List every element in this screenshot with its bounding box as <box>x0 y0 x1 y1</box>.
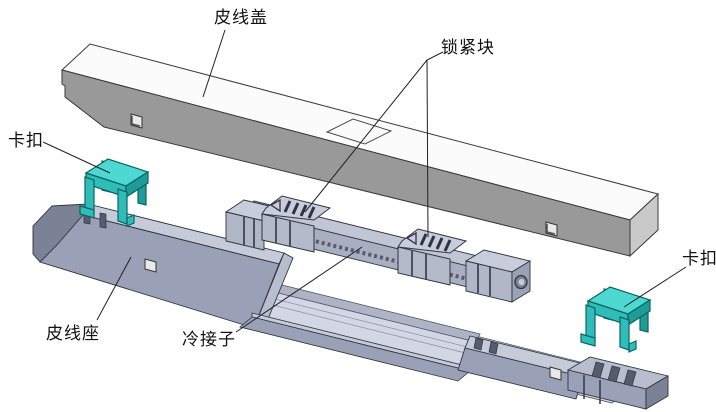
clip-right-front-leg <box>585 304 596 341</box>
base-slot <box>591 361 605 379</box>
label-cold-splice: 冷接子 <box>182 330 236 349</box>
lock-left-triangle-mark <box>269 198 281 213</box>
clip-left-front-leg <box>84 176 95 213</box>
lock-right-triangle-mark <box>405 231 417 246</box>
label-locking-block: 锁紧块 <box>441 38 495 57</box>
lock-right-ribs <box>419 233 452 252</box>
cover-hole-right-shadow <box>546 224 556 235</box>
clip-left-foot <box>126 214 135 227</box>
part-locking-block-left <box>261 195 332 253</box>
leader-clip-left <box>42 141 111 174</box>
label-cable-base: 皮线座 <box>46 324 100 343</box>
clip-right-foot <box>580 333 596 347</box>
clip-left-front-leg <box>117 188 128 225</box>
base-slot <box>99 212 107 229</box>
clip-right-foot <box>628 340 637 353</box>
leader-cold-splice <box>235 246 363 333</box>
base-mid-lip-face <box>239 316 471 382</box>
leader-lines <box>42 29 687 333</box>
clip-right-front-leg <box>619 316 630 351</box>
base-right-wall-face <box>457 347 584 400</box>
base-slot <box>473 337 484 351</box>
lock-left-ribs <box>283 200 316 219</box>
splice-end-hole-inner <box>518 278 525 286</box>
part-locking-block-right <box>397 228 468 286</box>
base-slot <box>488 341 499 355</box>
label-clip-right: 卡扣 <box>682 249 716 268</box>
base-right-block-side <box>645 375 669 410</box>
clip-left-foot <box>79 205 95 219</box>
label-clip-left: 卡扣 <box>8 131 44 150</box>
leader-locking-block-right <box>426 59 429 238</box>
base-hole-left <box>144 258 157 273</box>
part-cable-cover <box>60 43 660 258</box>
leader-cable-base <box>96 256 132 321</box>
cover-window <box>325 118 393 145</box>
base-slot <box>607 365 621 383</box>
leader-clip-right <box>623 266 687 308</box>
base-slot <box>623 369 637 387</box>
label-cable-cover: 皮线盖 <box>214 8 268 27</box>
leader-cable-cover <box>202 29 226 98</box>
part-clip-right <box>580 286 652 353</box>
cover-hole-left-shadow <box>131 116 141 127</box>
base-left-end-face <box>32 203 89 263</box>
base-hole-right <box>549 366 562 381</box>
cover-end-face <box>629 192 659 258</box>
part-clip-left <box>79 158 150 227</box>
